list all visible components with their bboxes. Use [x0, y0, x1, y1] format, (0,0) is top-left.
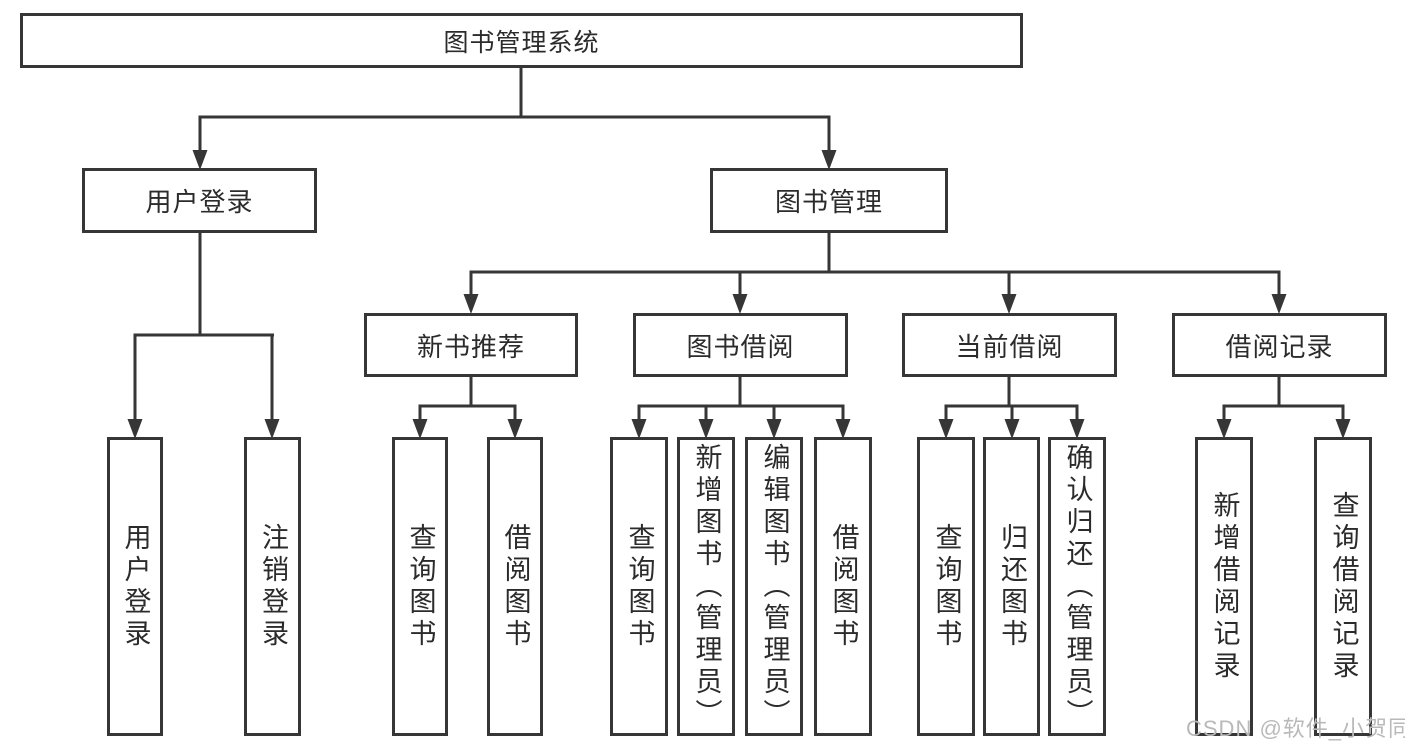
leaf-borrow-books: 借阅图书 — [814, 437, 872, 736]
leaf-current-query-books: 查询图书 — [917, 437, 975, 736]
leaf-recommend-query-books: 查询图书 — [392, 437, 448, 736]
leaf-recommend-borrow-books: 借阅图书 — [487, 437, 543, 736]
leaf-logout: 注销登录 — [244, 437, 301, 736]
node-current-borrowing: 当前借阅 — [902, 313, 1117, 377]
leaf-borrowing-query-books: 查询图书 — [610, 437, 668, 736]
leaf-confirm-return-admin: 确认归还（管理员） — [1048, 437, 1106, 736]
leaf-return-books: 归还图书 — [983, 437, 1040, 736]
node-book-management: 图书管理 — [710, 168, 948, 233]
leaf-add-borrow-record: 新增借阅记录 — [1195, 437, 1253, 736]
node-library-management-system: 图书管理系统 — [20, 13, 1023, 68]
leaf-query-borrow-record: 查询借阅记录 — [1314, 437, 1372, 736]
leaf-edit-books-admin: 编辑图书（管理员） — [745, 437, 803, 736]
leaf-user-login: 用户登录 — [107, 437, 163, 736]
leaf-add-books-admin: 新增图书（管理员） — [677, 437, 735, 736]
node-user-login: 用户登录 — [82, 168, 317, 233]
node-book-borrowing: 图书借阅 — [633, 313, 848, 377]
watermark: CSDN @软件_小贺同学 — [1186, 716, 1405, 741]
node-borrowing-records: 借阅记录 — [1172, 313, 1387, 377]
node-new-book-recommendation: 新书推荐 — [364, 313, 578, 377]
